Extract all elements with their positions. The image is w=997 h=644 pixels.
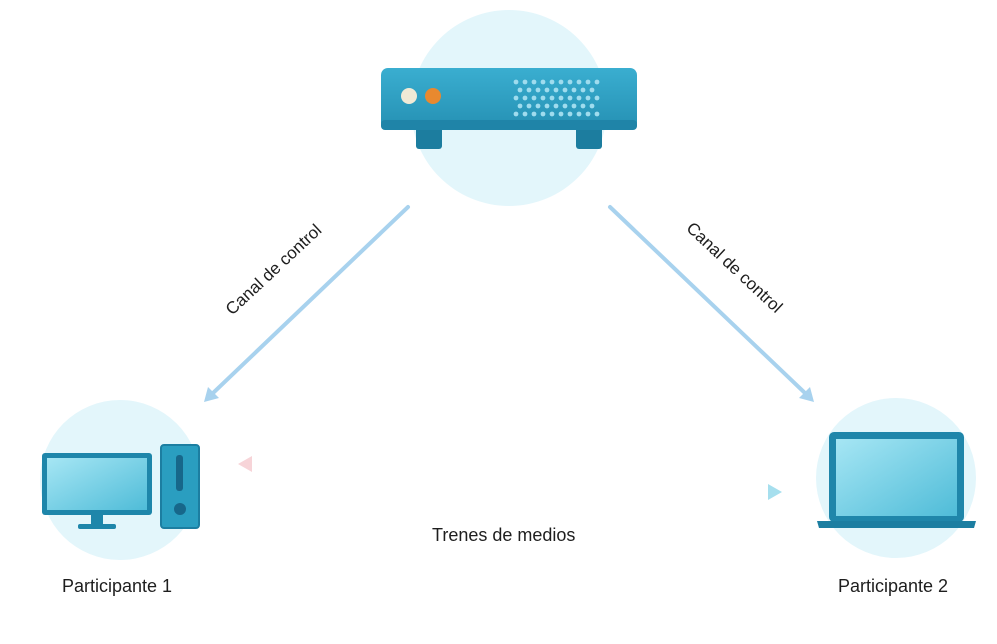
desktop-computer-icon — [42, 444, 200, 529]
media-stream-to-participant1-arrow — [238, 456, 782, 472]
server-icon — [381, 68, 637, 149]
media-stream-to-participant2-arrow — [239, 484, 782, 500]
participant2-label: Participante 2 — [838, 576, 949, 596]
control-channel-right-arrow — [608, 205, 814, 402]
control-channel-left-arrow — [204, 205, 410, 402]
laptop-icon — [817, 432, 976, 528]
media-streams-label: Trenes de medios — [432, 525, 576, 545]
participant1-label: Participante 1 — [62, 576, 173, 596]
